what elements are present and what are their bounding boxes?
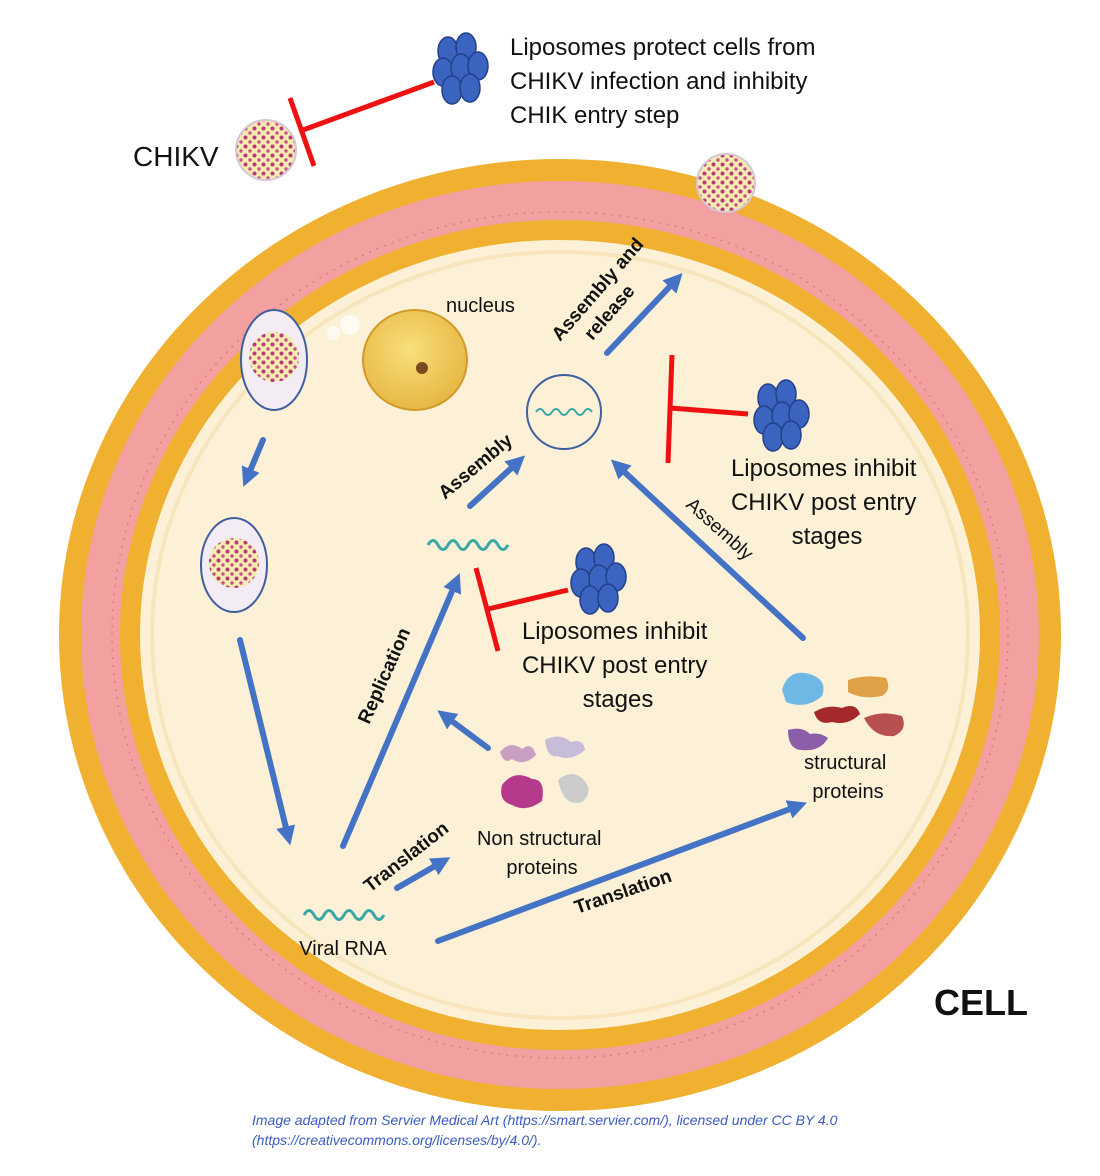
cell-label: CELL: [934, 982, 1028, 1023]
inhibition-post-entry-center-text: Liposomes inhibit CHIKV post entry stage…: [522, 618, 714, 713]
endosome-virus-1: [240, 309, 308, 411]
liposome-cluster-top: [432, 32, 489, 105]
image-credit: Image adapted from Servier Medical Art (…: [252, 1110, 952, 1150]
liposome-cluster-right: [753, 379, 810, 452]
arrow-assembly-left: [467, 455, 526, 509]
arrow-assembly-right: [610, 459, 806, 641]
nucleus: [326, 309, 468, 411]
pathway-arrows: [237, 273, 807, 944]
replicated-rna-strand: [426, 539, 510, 551]
inhibitor-post-entry-right: [665, 354, 749, 464]
credit-line-2: (https://creativecommons.org/licenses/by…: [252, 1132, 542, 1148]
viral-rna-label: Viral RNA: [299, 938, 387, 960]
structural-proteins-label: structural proteins: [804, 752, 892, 803]
viral-rna-strand: [302, 909, 386, 921]
arrow-translation-nonstructural: [394, 857, 451, 891]
arrow-nsp-to-replication: [437, 710, 491, 751]
inhibitor-post-entry-center: [473, 567, 569, 652]
liposome-cluster-center: [570, 543, 627, 615]
chikv-label: CHIKV: [133, 141, 219, 172]
chikv-virus-outside: [235, 119, 297, 181]
non-structural-proteins-shapes: [500, 736, 589, 809]
assembled-virion-vesicle: [526, 374, 602, 450]
credit-line-1: Image adapted from Servier Medical Art (…: [252, 1112, 838, 1128]
nucleus-label: nucleus: [446, 295, 515, 317]
chikv-virus-budding: [696, 153, 756, 213]
structural-proteins-shapes: [782, 672, 904, 751]
endosome-virus-2: [200, 517, 268, 613]
arrow-uncoating: [237, 637, 296, 846]
arrow-translation-structural: [435, 800, 807, 944]
inhibitor-entry: [287, 79, 435, 167]
arrow-assembly-release: [604, 273, 683, 356]
inhibition-post-entry-right-text: Liposomes inhibit CHIKV post entry stage…: [731, 455, 923, 550]
non-structural-proteins-label: Non structural proteins: [477, 828, 607, 879]
arrow-endocytosis: [241, 437, 266, 487]
arrow-replication: [340, 573, 462, 849]
inhibition-entry-text: Liposomes protect cells from CHIKV infec…: [510, 34, 822, 129]
